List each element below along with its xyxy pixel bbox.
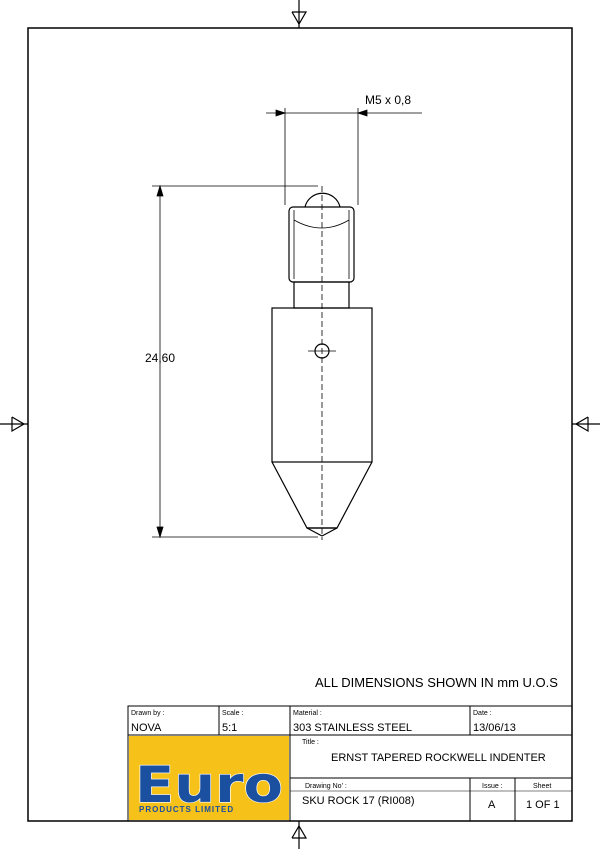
center-mark-bottom [291,821,308,849]
thread-dimension-label: M5 x 0,8 [365,93,411,107]
issue-label: Issue : [482,783,503,790]
neck [293,281,350,309]
issue-value: A [488,799,496,811]
thread-dimension [266,108,422,205]
logo-background [129,736,289,820]
material-value: 303 STAINLESS STEEL [293,722,412,734]
drawn-by-label: Drawn by : [131,710,165,717]
date-value: 13/06/13 [473,722,516,734]
title-block [127,705,573,822]
center-mark-left [0,416,28,433]
material-label: Material : [293,710,322,717]
center-mark-top [291,0,308,28]
ball-top [304,192,341,208]
euro-logo: Euro PRODUCTS LIMITED [129,736,289,820]
sheet-label: Sheet [533,783,551,790]
scale-value: 5:1 [222,722,237,734]
logo-wordmark: Euro [135,756,283,814]
length-dimension [152,184,318,539]
drawn-by-value: NOVA [131,722,162,734]
title-label: Title : [302,739,319,746]
length-dimension-label: 24,60 [145,351,175,365]
sheet-value: 1 OF 1 [526,799,560,811]
date-label: Date : [473,710,492,717]
center-mark-right [572,416,600,433]
scale-label: Scale : [222,710,243,717]
drawing-no-label: Drawing No' : [305,783,347,790]
thread-section [288,206,355,283]
logo-tagline: PRODUCTS LIMITED [139,805,234,814]
dimensions-note: ALL DIMENSIONS SHOWN IN mm U.O.S [315,675,558,690]
title-value: ERNST TAPERED ROCKWELL INDENTER [331,752,546,764]
sheet-border [27,27,573,822]
drawing-no-value: SKU ROCK 17 (RI008) [302,795,414,807]
